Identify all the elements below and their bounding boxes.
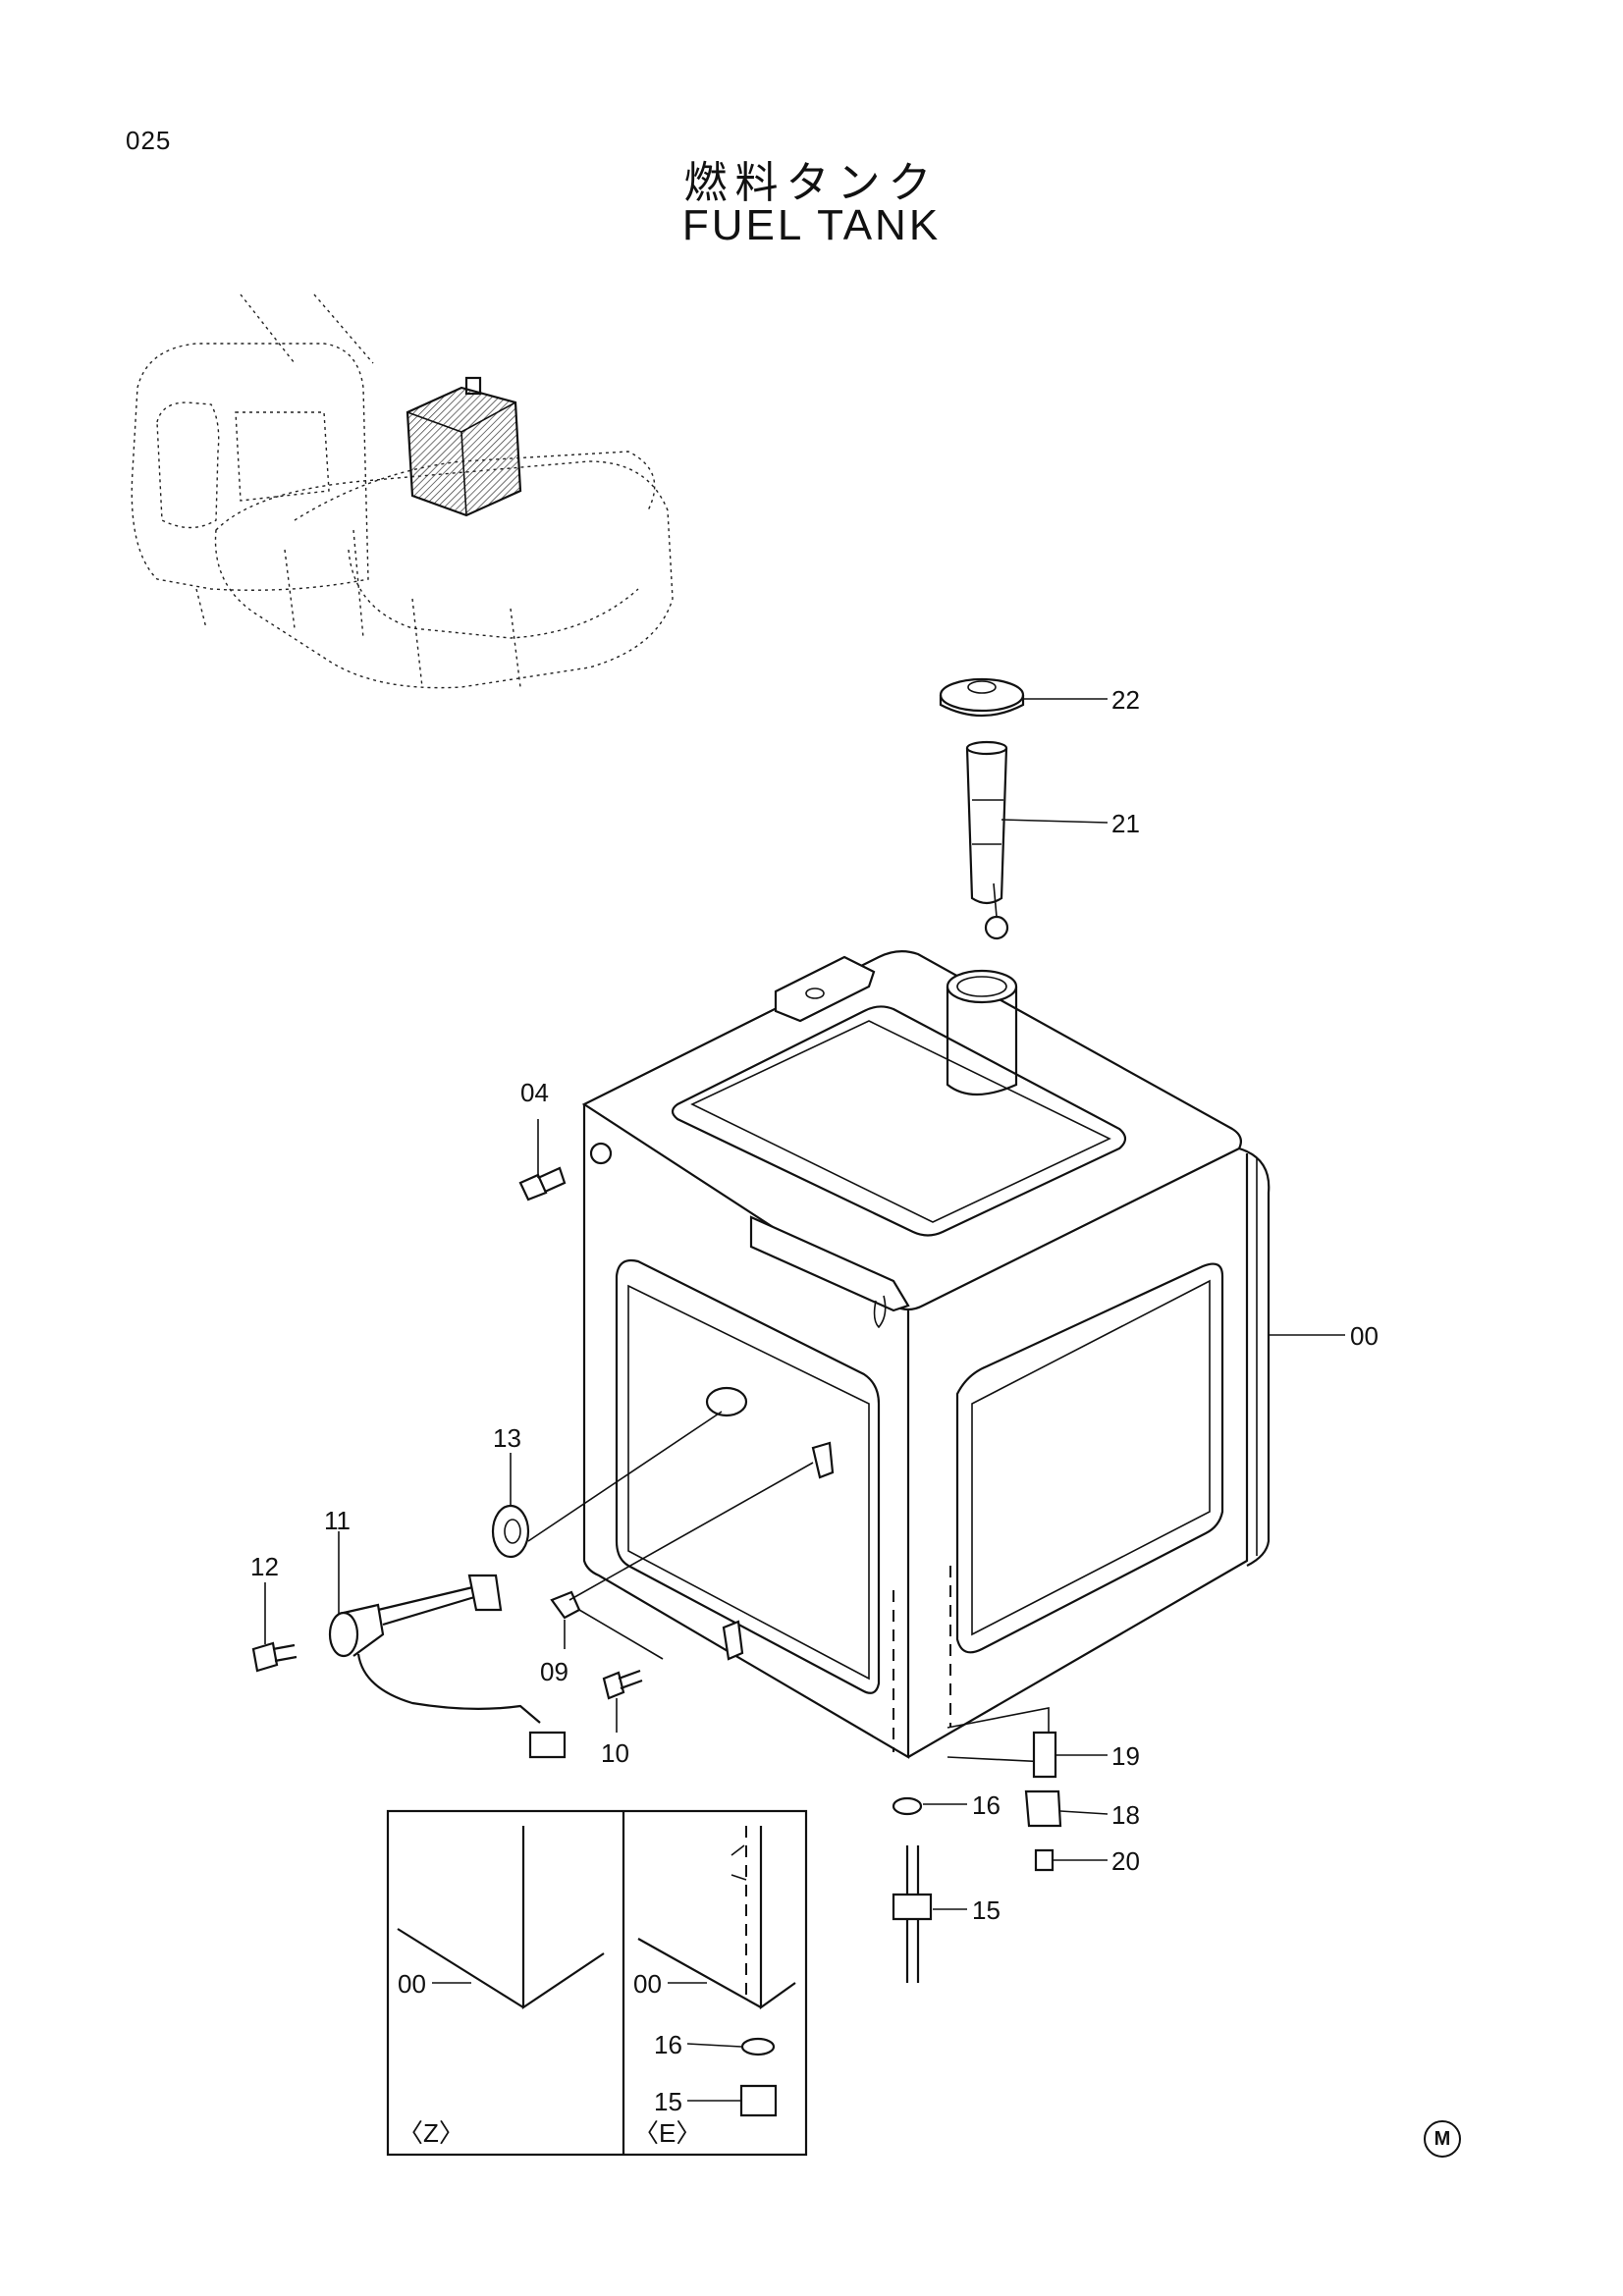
- callout-18: 18: [1111, 1800, 1140, 1830]
- callout-19: 19: [1111, 1741, 1140, 1771]
- callout-15: 15: [972, 1896, 1001, 1925]
- detail-z-callout-00: 00: [398, 1969, 426, 1999]
- detail-views: 00 〈Z〉 00 16 15 〈E〉: [386, 1809, 808, 2157]
- part-22-filler-cap: [939, 677, 1025, 718]
- detail-view-z: 00 〈Z〉: [397, 1826, 605, 2148]
- part-21-strainer: [965, 740, 1009, 940]
- callout-16: 16: [972, 1790, 1001, 1820]
- callout-20: 20: [1111, 1846, 1140, 1876]
- callout-09: 09: [540, 1657, 568, 1686]
- fuel-tank-body: [581, 950, 1271, 1763]
- callout-21: 21: [1111, 809, 1140, 838]
- part-16-seal: [892, 1796, 923, 1816]
- callout-04: 04: [520, 1078, 549, 1107]
- leader-lines: [264, 698, 1345, 1910]
- detail-e-callout-15: 15: [654, 2087, 682, 2116]
- detail-e-label: 〈E〉: [633, 2118, 701, 2148]
- callout-13: 13: [493, 1423, 521, 1453]
- detail-z-label: 〈Z〉: [398, 2118, 464, 2148]
- part-12-screw: [251, 1641, 298, 1673]
- callout-22: 22: [1111, 685, 1140, 715]
- part-18-valve: [1024, 1789, 1062, 1828]
- callout-10: 10: [601, 1738, 629, 1768]
- callout-12: 12: [250, 1552, 279, 1581]
- part-15-drain-valve: [892, 1845, 933, 1983]
- highlighted-fuel-tank: [406, 376, 522, 517]
- title-english: FUEL TANK: [681, 201, 942, 249]
- gauge-port: [705, 1386, 748, 1417]
- excavator-location-view: [131, 294, 674, 689]
- part-10-bolt: [602, 1669, 643, 1700]
- detail-view-e: 00 16 15 〈E〉: [633, 1826, 796, 2148]
- part-13-gasket: [491, 1504, 530, 1559]
- detail-e-callout-16: 16: [654, 2030, 682, 2059]
- part-20-plug: [1034, 1848, 1055, 1872]
- detail-e-callout-00: 00: [633, 1969, 662, 1999]
- part-04-breather: [518, 1166, 567, 1201]
- page-number: 025: [126, 126, 172, 155]
- part-11-fuel-sensor: [328, 1574, 567, 1759]
- part-19-fitting: [1032, 1731, 1057, 1779]
- title-japanese: 燃料タンク: [683, 158, 940, 208]
- callout-11: 11: [324, 1506, 351, 1535]
- manufacturer-mark: M: [1424, 2120, 1461, 2158]
- callout-00: 00: [1350, 1321, 1379, 1351]
